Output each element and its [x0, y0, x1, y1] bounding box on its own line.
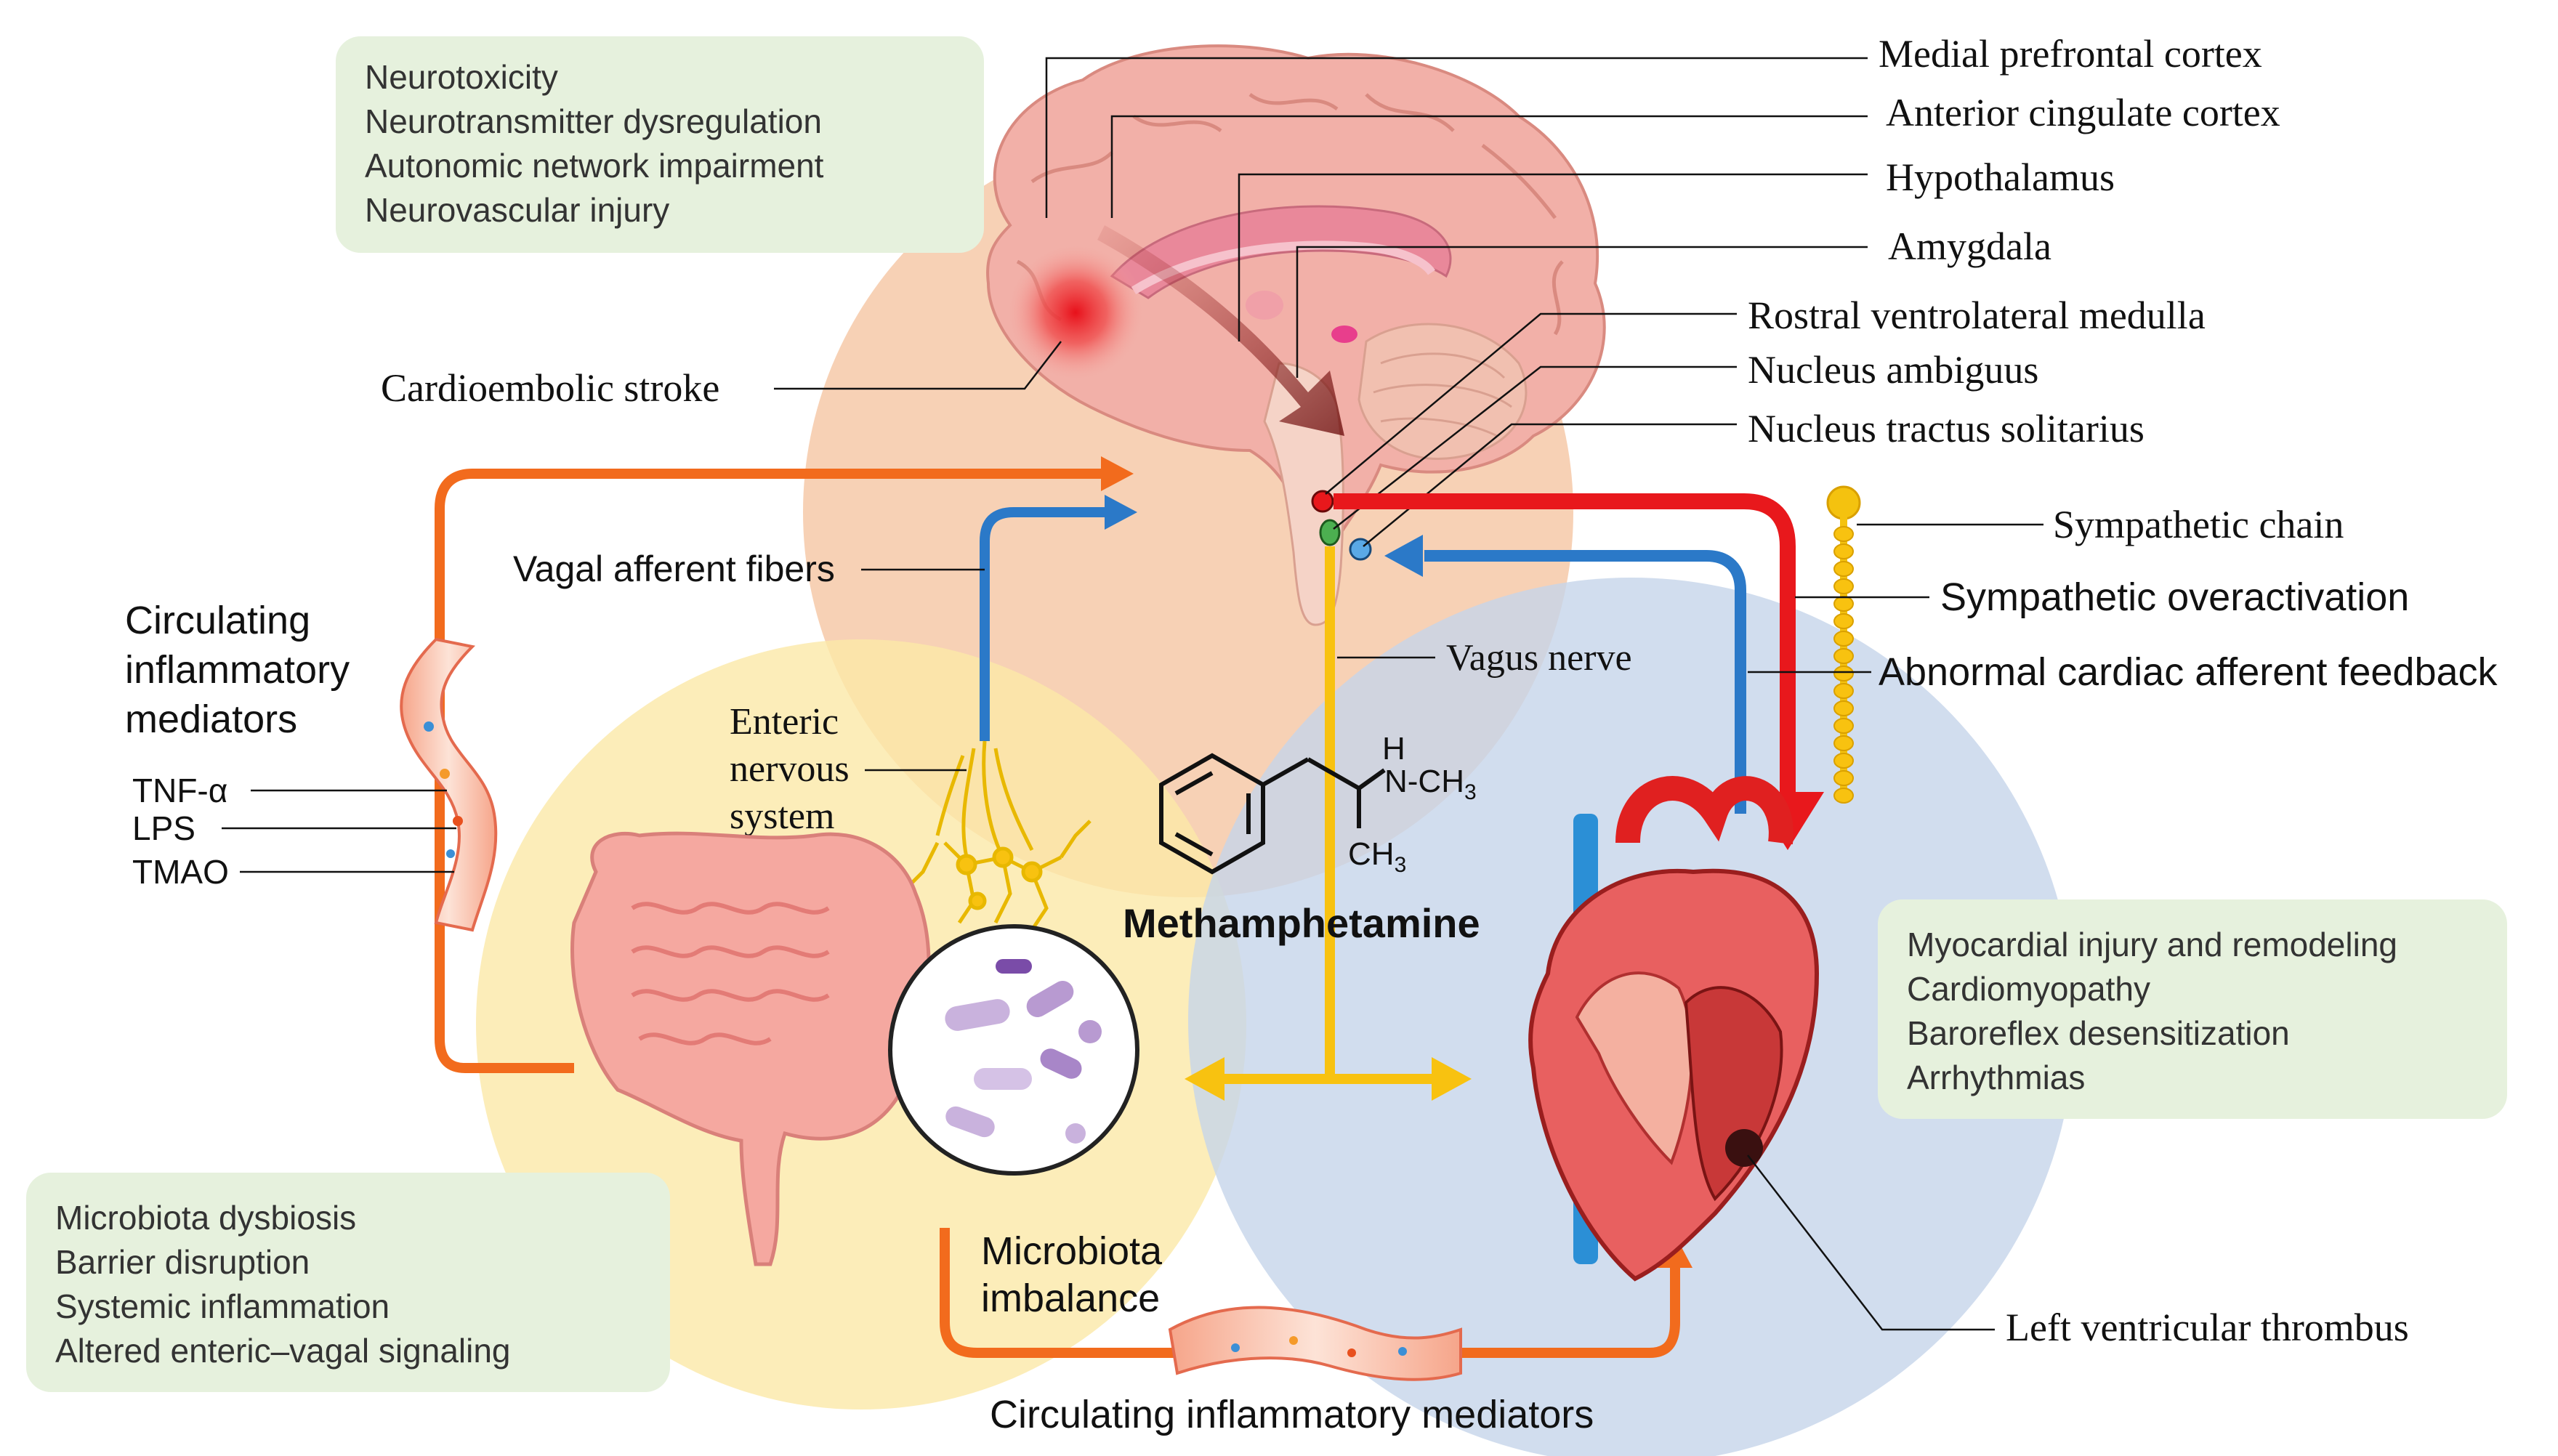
- bacteria-magnified-icon: [888, 924, 1139, 1176]
- chain-bead: [1833, 683, 1854, 699]
- label-enteric-3: system: [730, 796, 834, 837]
- chain-bead: [1833, 648, 1854, 664]
- na-dot: [1319, 519, 1341, 546]
- label-rvlm: Rostral ventrolateral medulla: [1748, 294, 2206, 337]
- label-lps: LPS: [132, 809, 195, 847]
- label-tmao: TMAO: [132, 853, 229, 891]
- chain-bead: [1833, 631, 1854, 647]
- heart-effect-4: Arrhythmias: [1907, 1059, 2085, 1096]
- chain-bead: [1833, 561, 1854, 577]
- intestine-icon: [570, 831, 931, 1266]
- brain-effects-box: Neurotoxicity Neurotransmitter dysregula…: [336, 36, 984, 253]
- label-lv-thrombus: Left ventricular thrombus: [2006, 1306, 2409, 1349]
- heart-effects-box: Myocardial injury and remodeling Cardiom…: [1878, 899, 2507, 1119]
- chain-bead: [1833, 770, 1854, 786]
- stroke-lesion: [1006, 243, 1145, 381]
- label-vagal-afferent: Vagal afferent fibers: [513, 549, 835, 589]
- molecule-amine: N-CH3: [1384, 764, 1477, 804]
- chain-bead: [1833, 666, 1854, 682]
- chain-bead: [1833, 613, 1854, 629]
- rvlm-dot: [1311, 490, 1334, 513]
- label-sym-over: Sympathetic overactivation: [1940, 575, 2409, 619]
- chain-bead: [1833, 700, 1854, 716]
- gut-effect-4: Altered enteric–vagal signaling: [55, 1332, 511, 1370]
- label-enteric-2: nervous: [730, 748, 850, 790]
- blood-vessel-bottom-icon: [1168, 1306, 1462, 1381]
- label-na: Nucleus ambiguus: [1748, 348, 2038, 392]
- chain-bead: [1833, 718, 1854, 734]
- chain-bead: [1833, 526, 1854, 542]
- label-microbiota-1: Microbiota: [981, 1229, 1163, 1273]
- label-hypothalamus: Hypothalamus: [1886, 155, 2115, 199]
- label-mpfc: Medial prefrontal cortex: [1879, 32, 2262, 76]
- gut-effect-3: Systemic inflammation: [55, 1287, 390, 1325]
- label-amygdala: Amygdala: [1888, 225, 2051, 268]
- chain-bead: [1833, 788, 1854, 804]
- heart-effect-2: Cardiomyopathy: [1907, 970, 2150, 1008]
- gut-effects-box: Microbiota dysbiosis Barrier disruption …: [26, 1173, 670, 1392]
- blood-vessel-icon: [400, 637, 498, 932]
- molecule-h: H: [1382, 731, 1405, 767]
- heart-effect-3: Baroreflex desensitization: [1907, 1014, 2290, 1052]
- gut-effect-1: Microbiota dysbiosis: [55, 1199, 356, 1237]
- label-circ-left-2: inflammatory: [125, 648, 350, 692]
- lv-thrombus-mark: [1725, 1129, 1763, 1167]
- label-vagus: Vagus nerve: [1446, 637, 1632, 679]
- label-circ-left-3: mediators: [125, 697, 297, 741]
- label-tnf: TNF-α: [132, 772, 227, 809]
- label-drug-name: Methamphetamine: [1123, 900, 1480, 946]
- heart-cross-section-icon: [1528, 776, 1820, 1282]
- label-sym-chain: Sympathetic chain: [2053, 503, 2344, 546]
- label-enteric-1: Enteric: [730, 701, 839, 743]
- neuron-cluster-icon: [907, 740, 1092, 931]
- label-circ-left-1: Circulating: [125, 599, 310, 642]
- brain-effect-2: Neurotransmitter dysregulation: [365, 102, 822, 140]
- chain-bead: [1833, 596, 1854, 612]
- label-nts: Nucleus tractus solitarius: [1748, 407, 2145, 450]
- chain-beads: [1833, 526, 1854, 804]
- chain-bead: [1833, 753, 1854, 769]
- cardiac-feedback-arrow: [1384, 535, 1746, 814]
- vagal-afferent-arrow: [980, 495, 1137, 741]
- chain-bead: [1833, 578, 1854, 594]
- brain-effect-3: Autonomic network impairment: [365, 147, 824, 185]
- circulating-arrow-loop-left: [435, 456, 1134, 1073]
- label-acc: Anterior cingulate cortex: [1886, 91, 2280, 134]
- chain-bead: [1833, 543, 1854, 559]
- methamphetamine-structure-icon: [1159, 753, 1386, 875]
- chain-bead: [1833, 735, 1854, 751]
- molecule-methyl: CH3: [1348, 836, 1406, 877]
- label-circ-bottom: Circulating inflammatory mediators: [990, 1393, 1594, 1436]
- brain-effect-4: Neurovascular injury: [365, 191, 669, 229]
- brain-sagittal-icon: [986, 44, 1606, 626]
- gut-effect-2: Barrier disruption: [55, 1243, 310, 1281]
- label-microbiota-2: imbalance: [981, 1277, 1160, 1320]
- label-cardiac-feedback: Abnormal cardiac afferent feedback: [1879, 650, 2498, 694]
- brain-effect-1: Neurotoxicity: [365, 58, 558, 96]
- heart-effect-1: Myocardial injury and remodeling: [1907, 926, 2397, 963]
- vagus-nerve-line: [1185, 546, 1472, 1101]
- label-stroke: Cardioembolic stroke: [381, 366, 719, 410]
